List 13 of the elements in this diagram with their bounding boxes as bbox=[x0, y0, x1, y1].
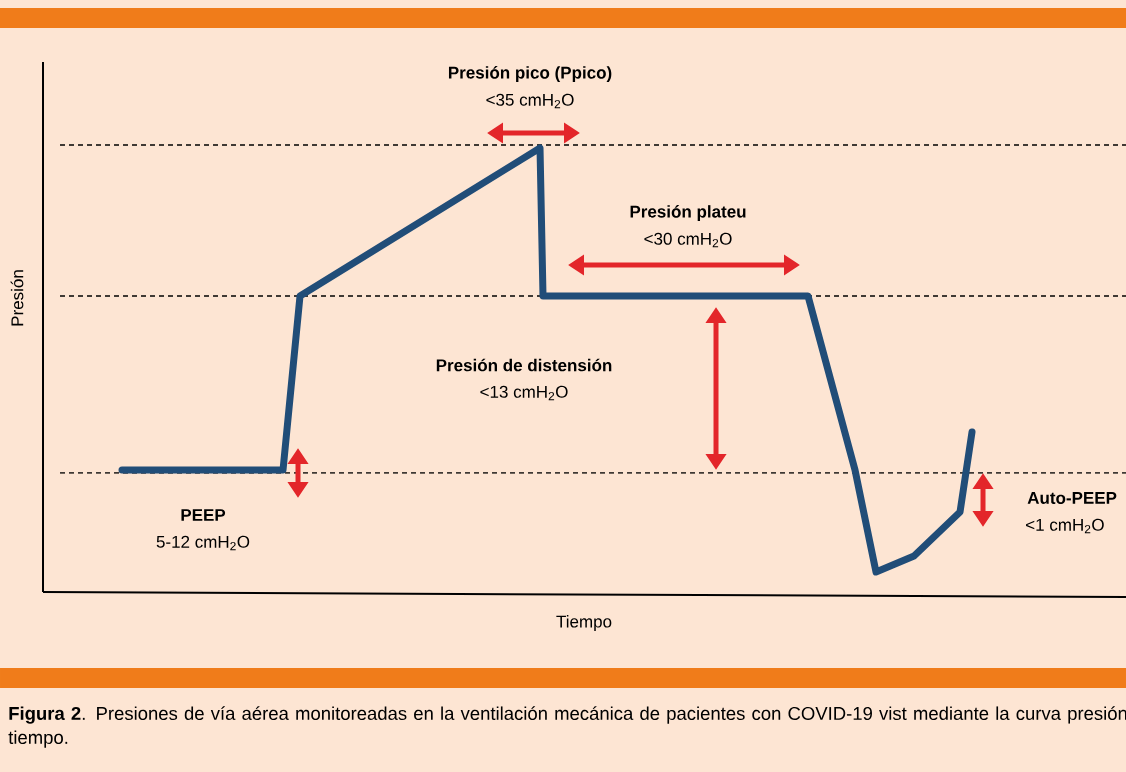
axis-label: Presión bbox=[10, 270, 24, 326]
axis-label: Tiempo bbox=[556, 615, 612, 631]
annotation-value: <1 cmH$_{2}$O bbox=[1026, 518, 1104, 534]
annotation-heading: Auto-PEEP bbox=[1027, 492, 1117, 504]
annotation-value: 5-12 cmH$_{2}$O bbox=[156, 535, 250, 551]
annotation-heading: Presión plateu bbox=[630, 205, 746, 221]
caption: Figura 2. Presiones de vía aérea monitoreadas en la ventilación mecánica de pacientes con COVID-19 vist mediante la curva presión tiempo. bbox=[8, 706, 1126, 748]
annotation-heading: PEEP bbox=[181, 509, 226, 521]
annotation-value: <13 cmH$_{2}$O bbox=[480, 385, 568, 401]
annotation-value: <30 cmH$_{2}$O bbox=[644, 232, 732, 248]
annotation-value: <35 cmH$_{2}$O bbox=[486, 93, 574, 109]
annotation-heading: Presión pico (Ppico) bbox=[449, 66, 612, 82]
annotation-heading: Presión de distensión bbox=[436, 358, 612, 372]
